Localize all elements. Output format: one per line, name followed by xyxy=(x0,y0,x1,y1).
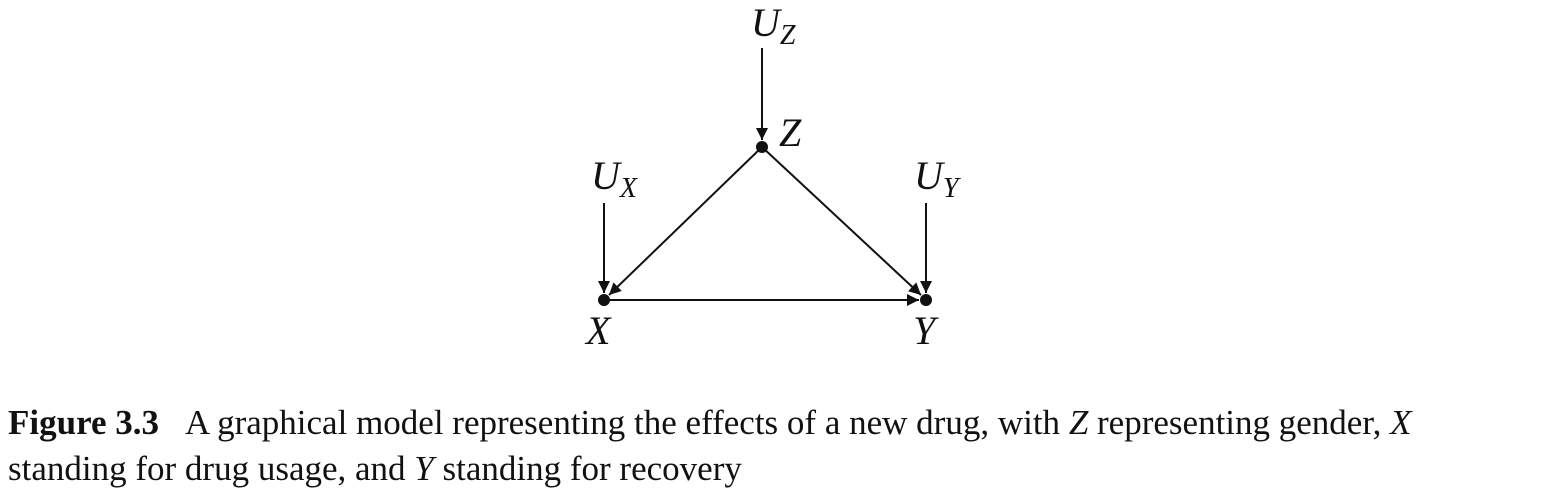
caption-var-x: X xyxy=(1390,403,1412,442)
edge-z-to-y xyxy=(761,146,922,296)
caption-var-y: Y xyxy=(414,449,434,488)
caption-text-1a: A graphical model representing the effec… xyxy=(185,403,1069,442)
exogenous-ux-main: U xyxy=(591,153,623,198)
node-y-dot xyxy=(920,294,932,306)
exogenous-uy-label: UY xyxy=(914,153,962,204)
caption-figure-label: Figure 3.3 xyxy=(8,403,160,442)
node-x-dot xyxy=(598,294,610,306)
causal-graph: Z X Y UZ UX UY xyxy=(584,0,962,353)
caption-text-1b: representing gender, xyxy=(1088,403,1391,442)
caption-text-2a: standing for drug usage, and xyxy=(8,449,415,488)
node-x-label: X xyxy=(584,308,612,353)
exogenous-ux-sub: X xyxy=(619,173,638,204)
exogenous-ux-label: UX xyxy=(591,153,638,204)
caption-text-2b: standing for recovery xyxy=(433,449,742,488)
exogenous-uz-main: U xyxy=(751,0,783,45)
caption-var-z: Z xyxy=(1068,403,1089,442)
exogenous-uy-main: U xyxy=(914,153,946,198)
node-z-dot xyxy=(756,141,768,153)
exogenous-uz-label: UZ xyxy=(751,0,796,51)
edge-z-to-x xyxy=(608,146,763,296)
exogenous-uz-sub: Z xyxy=(780,20,796,51)
node-y-label: Y xyxy=(913,308,939,353)
figure-caption: Figure 3.3 A graphical model representing… xyxy=(8,400,1553,492)
exogenous-uy-sub: Y xyxy=(943,173,962,204)
caption-line-1: Figure 3.3 A graphical model representing… xyxy=(8,400,1553,446)
node-z-label: Z xyxy=(779,110,802,155)
caption-line-2: standing for drug usage, and Y standing … xyxy=(8,446,1553,492)
